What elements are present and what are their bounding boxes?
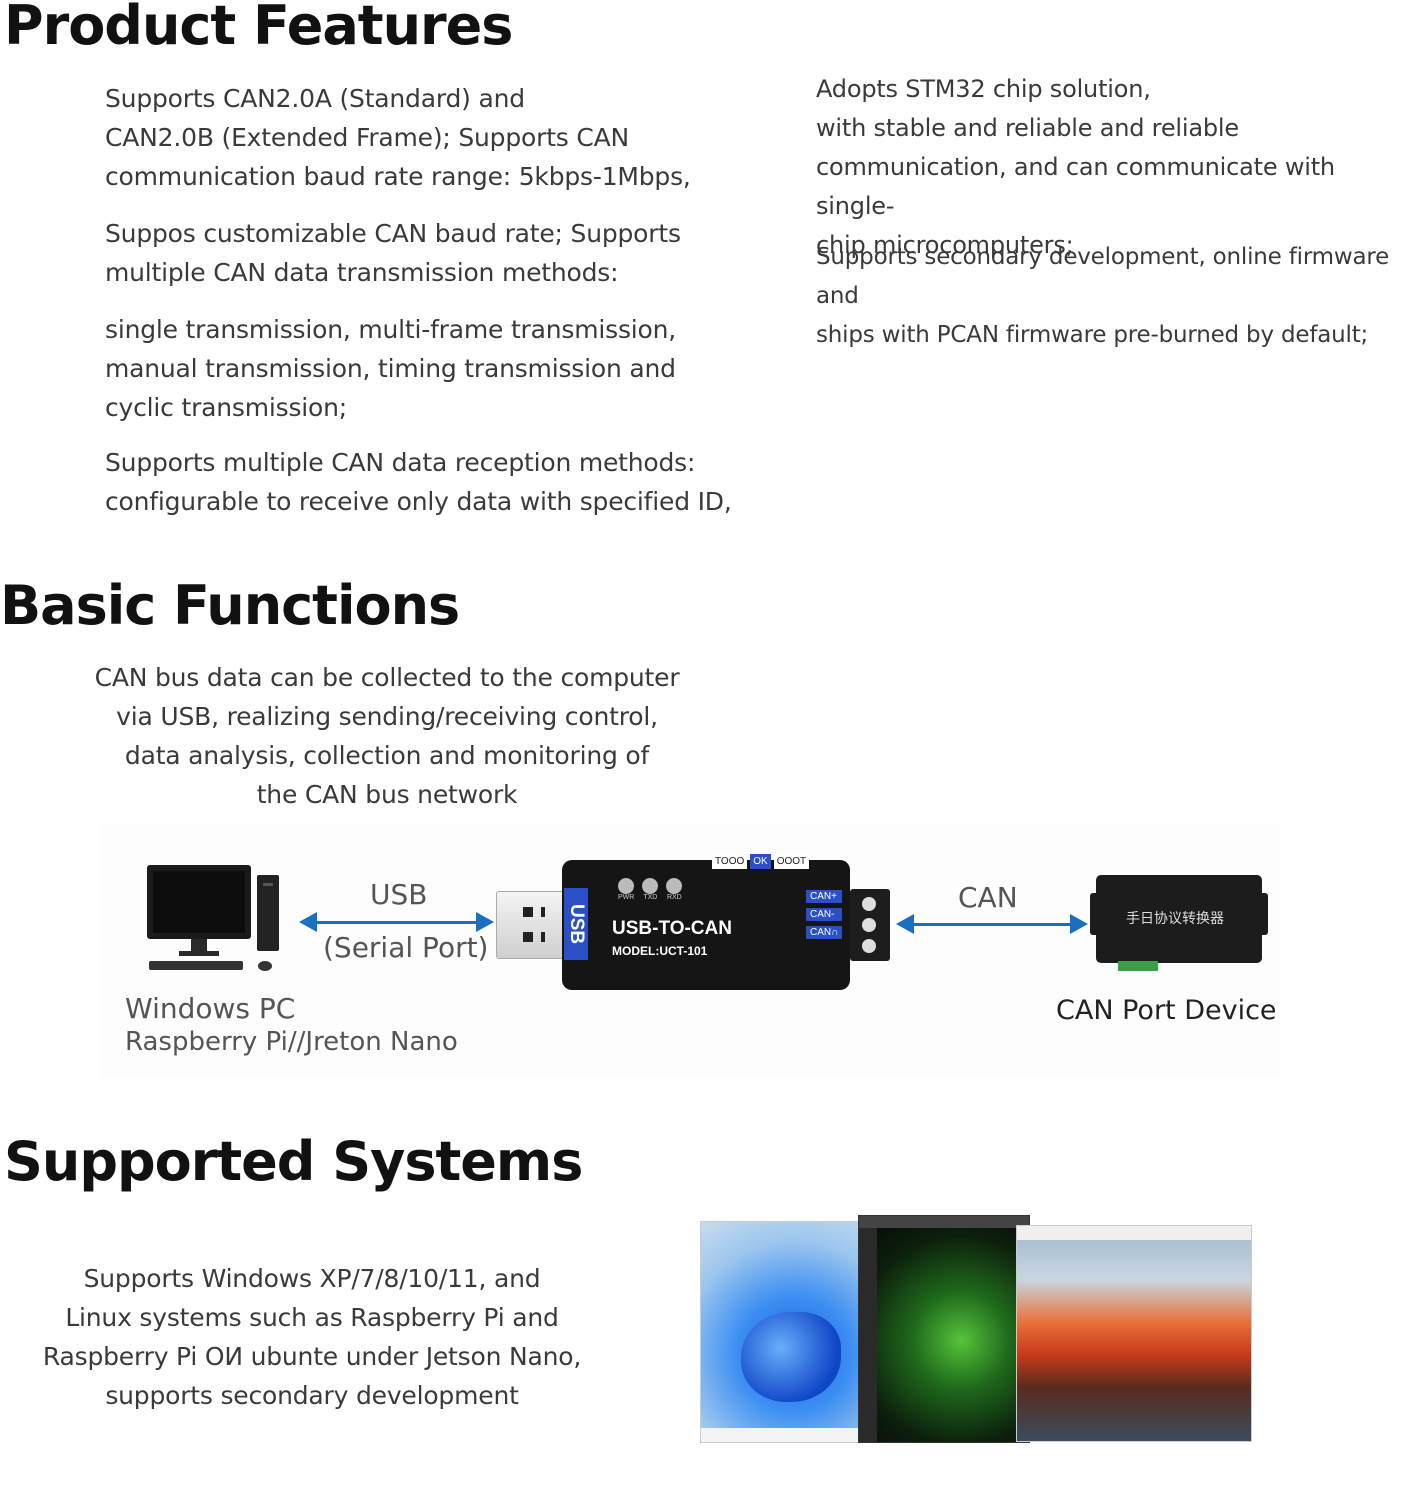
windows-desktop-screenshot (700, 1221, 872, 1443)
led-label: RXD (666, 894, 682, 901)
text-line: Adopts STM32 chip solution, (816, 75, 1151, 103)
text-line: with stable and reliable and reliable (816, 114, 1239, 142)
text-line: Supports CAN2.0A (Standard) and (105, 84, 525, 113)
dongle-top-label: TOOO (712, 854, 748, 869)
section-title-basic-functions: Basic Functions (0, 574, 460, 637)
feature-paragraph: single transmission, multi-frame transmi… (105, 310, 745, 427)
text-line: ships with PCAN firmware pre-burned by d… (816, 322, 1369, 348)
usb-plug (496, 891, 566, 959)
port-label: CAN- (806, 908, 843, 921)
text-line: cyclic transmission; (105, 393, 347, 422)
text-line: data analysis, collection and monitoring… (124, 741, 650, 770)
text-line: via USB, realizing sending/receiving con… (116, 702, 658, 731)
text-line: supports secondary development (105, 1381, 519, 1410)
dongle-model: MODEL:UCT-101 (612, 944, 708, 958)
usb-to-can-dongle: USB TOOO OK OOOT PWR TXD RXD USB-TO-CAN … (562, 854, 850, 990)
text-line: multiple CAN data transmission methods: (105, 258, 619, 287)
can-bidirectional-arrow (896, 914, 1088, 934)
text-line: communication, and can communicate with … (816, 153, 1335, 220)
feature-paragraph: Adopts STM32 chip solution, with stable … (816, 70, 1411, 265)
text-line: Supports multiple CAN data reception met… (105, 448, 696, 477)
desktop-computer-icon (147, 865, 279, 971)
dongle-top-label: OK (750, 854, 771, 869)
text-line: chip microcomputers; (816, 231, 1074, 259)
dongle-usb-label: USB (564, 888, 588, 960)
text-line: Suppos customizable CAN baud rate; Suppo… (105, 219, 681, 248)
text-line: the CAN bus network (256, 780, 518, 809)
pc-label-line-1: Windows PC (125, 992, 296, 1025)
text-line: single transmission, multi-frame transmi… (105, 315, 677, 344)
led-indicator-icon (666, 878, 683, 894)
raspberry-pi-desktop-screenshot (1016, 1225, 1252, 1442)
text-line: Raspberry Pi OИ ubunte under Jetson Nano… (42, 1342, 582, 1371)
feature-paragraph: Suppos customizable CAN baud rate; Suppo… (105, 214, 745, 292)
feature-paragraph: Supports CAN2.0A (Standard) and CAN2.0B … (105, 79, 745, 196)
led-label: PWR (618, 894, 635, 901)
led-indicator-icon (618, 878, 635, 894)
text-line: configurable to receive only data with s… (105, 487, 732, 516)
serial-port-label: (Serial Port) (323, 931, 489, 964)
connection-diagram: Windows PC Raspberry Pi//Jreton Nano USB… (100, 825, 1280, 1077)
feature-paragraph: Supports secondary development, online f… (816, 238, 1411, 355)
supported-systems-description: Supports Windows XP/7/8/10/11, and Linux… (20, 1259, 604, 1415)
led-indicator-icon (642, 878, 659, 894)
text-line: communication baud rate range: 5kbps-1Mb… (105, 162, 691, 191)
os-screenshots-collage (700, 1215, 1252, 1500)
port-label: CAN∩ (806, 926, 843, 939)
text-line: Supports Windows XP/7/8/10/11, and (83, 1264, 541, 1293)
dongle-title: USB-TO-CAN (612, 918, 732, 939)
pc-label-line-2: Raspberry Pi//Jreton Nano (125, 1027, 458, 1057)
can-port-device: 手日协议转换器 (1090, 875, 1268, 971)
can-link-label: CAN (958, 881, 1018, 914)
device-panel-text: 手日协议转换器 (1126, 911, 1224, 927)
text-line: Linux systems such as Raspberry Pi and (65, 1303, 559, 1332)
text-line: CAN bus data can be collected to the com… (94, 663, 680, 692)
led-label: TXD (643, 894, 658, 901)
port-label: CAN+ (806, 890, 843, 903)
usb-bidirectional-arrow (299, 912, 494, 932)
basic-functions-description: CAN bus data can be collected to the com… (70, 658, 704, 814)
jetson-desktop-screenshot (858, 1215, 1030, 1443)
dongle-top-label: OOOT (773, 854, 810, 869)
text-line: Supports secondary development, online f… (816, 244, 1390, 309)
can-device-label: CAN Port Device (1056, 995, 1277, 1026)
text-line: manual transmission, timing transmission… (105, 354, 676, 383)
usb-link-label: USB (370, 878, 428, 911)
section-title-supported-systems: Supported Systems (4, 1130, 583, 1193)
section-title-product-features: Product Features (4, 0, 513, 57)
feature-paragraph: Supports multiple CAN data reception met… (105, 443, 745, 521)
terminal-block (850, 889, 890, 961)
text-line: CAN2.0B (Extended Frame); Supports CAN (105, 123, 630, 152)
